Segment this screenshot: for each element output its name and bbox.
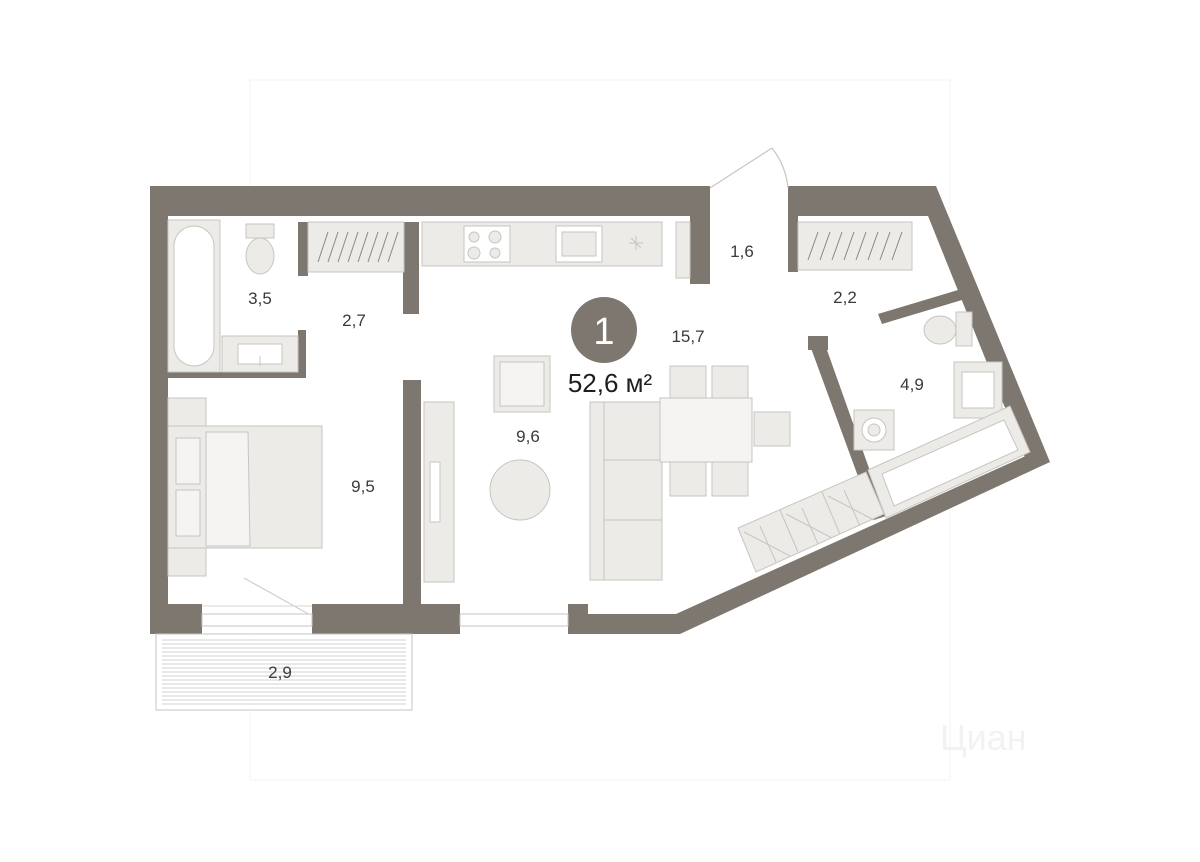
bed — [167, 397, 323, 577]
sink-left — [221, 335, 299, 373]
dining-set — [659, 365, 791, 497]
area-balcony: 2,9 — [268, 663, 292, 682]
rooms-count: 1 — [593, 311, 614, 353]
washing-machine — [853, 409, 895, 451]
area-corridor-left: 2,7 — [342, 311, 366, 330]
total-area: 52,6 м² — [568, 368, 653, 398]
toilet-right — [923, 311, 973, 347]
windows — [201, 613, 569, 627]
sofa — [589, 401, 663, 581]
area-living-zone: 9,6 — [516, 427, 540, 446]
armchair — [493, 355, 551, 413]
entrance-door — [709, 147, 789, 189]
area-vestibule: 1,6 — [730, 242, 754, 261]
bathtub-left — [167, 219, 221, 373]
area-bath-left: 3,5 — [248, 289, 272, 308]
rooms-count-badge: 1 — [571, 297, 637, 363]
wardrobe-right — [797, 221, 913, 271]
watermark: Циан — [940, 717, 1027, 758]
sink-right — [953, 361, 1003, 419]
coffee-table — [489, 459, 551, 521]
area-hall-right: 2,2 — [833, 288, 857, 307]
area-bath-right: 4,9 — [900, 375, 924, 394]
bedroom-door — [202, 577, 313, 617]
tv-cabinet — [423, 401, 455, 583]
shelf-vestibule — [675, 221, 691, 279]
balcony — [155, 633, 413, 711]
slanted-cabinets — [737, 471, 885, 573]
bathtub-right — [867, 405, 1031, 519]
wardrobe-left — [307, 221, 405, 273]
kitchen-counter — [421, 221, 663, 267]
area-bedroom: 9,5 — [351, 477, 375, 496]
area-kitchen-living: 15,7 — [671, 327, 704, 346]
toilet-left — [245, 223, 275, 275]
